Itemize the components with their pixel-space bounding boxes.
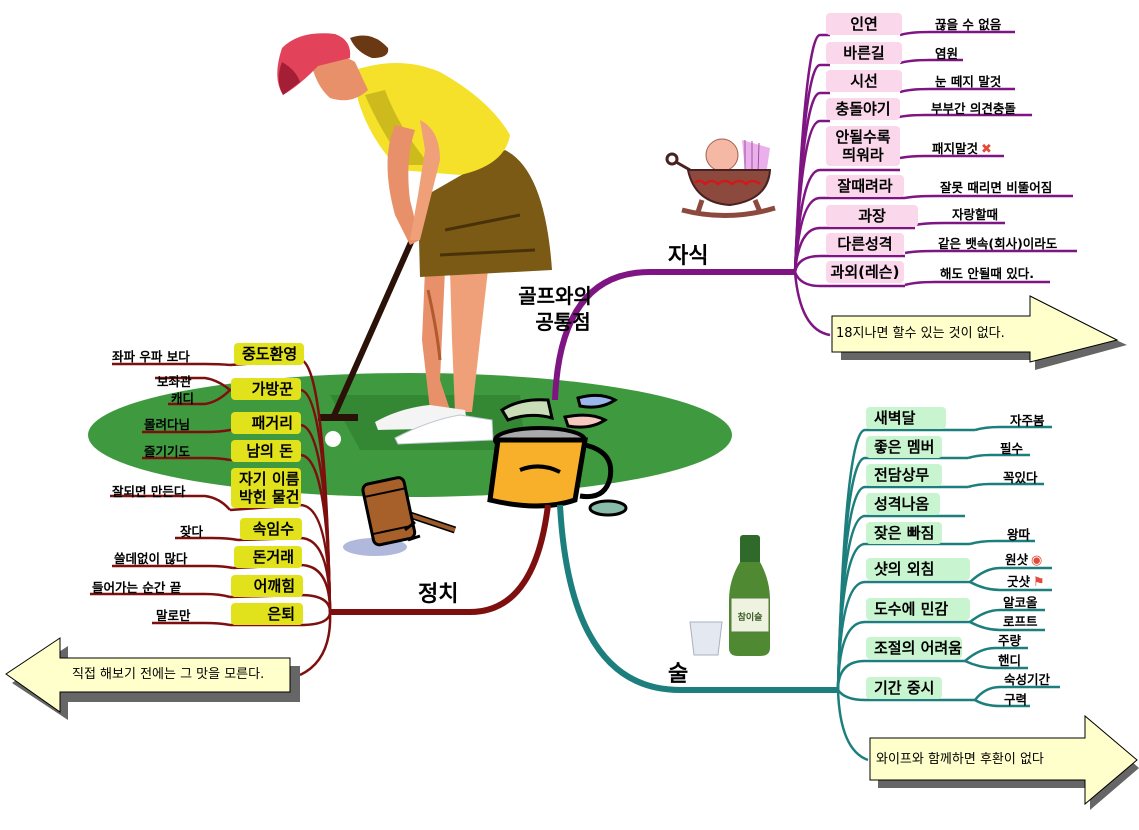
- children-node-2[interactable]: 바른길: [826, 42, 902, 64]
- alcohol-leaf-lines: [964, 425, 1060, 708]
- children-node-1[interactable]: 인연: [826, 13, 902, 35]
- children-arrow-note: 18지나면 할수 있는 것이 없다.: [836, 326, 1005, 341]
- golfer-illustration: [277, 33, 552, 447]
- alcohol-node-3[interactable]: 전담상무: [866, 464, 942, 486]
- alcohol-branch: [557, 428, 975, 762]
- alcohol-leaf-8a[interactable]: 주량: [998, 633, 1022, 648]
- children-node-5-line2: 띄워라: [842, 146, 884, 164]
- alcohol-node-1[interactable]: 새벽달: [866, 407, 946, 429]
- target-icon: ◉: [1031, 553, 1043, 568]
- politics-node-4[interactable]: 남의 돈: [231, 440, 301, 462]
- golf-bag-icon: [487, 393, 628, 517]
- children-node-9[interactable]: 과외(레슨): [826, 261, 904, 283]
- alcohol-leaf-6b[interactable]: 굿샷⚑: [1007, 574, 1045, 590]
- children-node-5[interactable]: 안될수록 띄워라: [826, 126, 900, 166]
- alcohol-leaf-2[interactable]: 필수: [1000, 441, 1024, 456]
- politics-leaf-6[interactable]: 잦다: [180, 524, 204, 539]
- alcohol-leaf-7a[interactable]: 알코올: [1003, 595, 1038, 610]
- politics-note-arrow: [5, 637, 300, 720]
- alcohol-node-5[interactable]: 잦은 빠짐: [866, 522, 942, 544]
- politics-node-8[interactable]: 어깨힘: [231, 575, 303, 597]
- center-title-line1: 골프와의: [518, 284, 592, 308]
- svg-text:참이슬: 참이슬: [738, 611, 763, 623]
- politics-leaf-2a[interactable]: 보좌관: [157, 374, 192, 389]
- children-leaf-2[interactable]: 염원: [935, 46, 959, 61]
- politics-leaf-7[interactable]: 쓸데없이 많다: [114, 551, 188, 566]
- children-leaf-5-text: 패지말것: [932, 141, 979, 156]
- politics-leaf-4[interactable]: 즐기기도: [144, 444, 191, 459]
- baby-cradle-icon: [665, 138, 776, 218]
- center-title: 골프와의 공통점: [500, 283, 610, 335]
- politics-leaf-3[interactable]: 몰려다님: [144, 417, 191, 432]
- politics-node-9[interactable]: 은퇴: [231, 603, 303, 625]
- politics-arrow-note: 직접 해보기 전에는 그 맛을 모른다.: [72, 667, 265, 682]
- politics-node-5[interactable]: 자기 이름 박힌 물건: [231, 468, 301, 508]
- children-node-4[interactable]: 충돌야기: [826, 98, 900, 120]
- flag-icon: ⚑: [1033, 575, 1045, 590]
- alcohol-leaf-6b-text: 굿샷: [1007, 574, 1031, 589]
- children-node-8[interactable]: 다른성격: [826, 233, 904, 255]
- alcohol-node-6[interactable]: 샷의 외침: [866, 558, 970, 580]
- alcohol-leaf-8b[interactable]: 핸디: [998, 653, 1022, 668]
- soju-bottle-icon: 참이슬: [689, 535, 770, 656]
- children-branch: [552, 33, 915, 401]
- children-leaf-1[interactable]: 끊을 수 없음: [935, 17, 1002, 32]
- children-node-5-line1: 안될수록: [835, 128, 891, 146]
- alcohol-leaf-6a-text: 원샷: [1005, 552, 1029, 567]
- alcohol-leaf-3[interactable]: 꼭있다: [1003, 470, 1038, 485]
- children-leaf-4[interactable]: 부부간 의견충돌: [931, 101, 1016, 116]
- branch-title-children[interactable]: 자식: [668, 244, 709, 269]
- alcohol-node-8[interactable]: 조절의 어려움: [866, 637, 962, 659]
- alcohol-arrow-note: 와이프와 함께하면 후환이 없다: [876, 752, 1044, 767]
- children-note-arrow: [831, 295, 1127, 370]
- politics-node-3[interactable]: 패거리: [231, 412, 301, 434]
- children-node-7[interactable]: 과장: [826, 205, 918, 227]
- center-title-line2: 공통점: [535, 310, 591, 334]
- alcohol-leaf-9b[interactable]: 구력: [1004, 692, 1028, 707]
- politics-leaf-5[interactable]: 잘되면 만든다: [112, 484, 186, 499]
- children-node-6[interactable]: 잘때려라: [826, 175, 904, 197]
- children-leaf-6[interactable]: 잘못 때리면 비뚤어짐: [940, 180, 1053, 195]
- gavel-icon: [343, 476, 457, 556]
- cross-mark-icon: ✖: [981, 142, 992, 157]
- politics-leaf-2b[interactable]: 캐디: [171, 391, 195, 406]
- alcohol-leaf-5[interactable]: 왕따: [1007, 527, 1031, 542]
- politics-node-1[interactable]: 중도환영: [234, 343, 304, 365]
- alcohol-note-arrow: [869, 714, 1139, 810]
- children-leaf-7[interactable]: 자랑할때: [952, 207, 999, 222]
- branch-title-politics[interactable]: 정치: [418, 582, 459, 607]
- politics-leaf-lines: [90, 362, 239, 627]
- politics-node-7[interactable]: 돈거래: [234, 546, 302, 568]
- alcohol-leaf-9a[interactable]: 숙성기간: [1004, 672, 1051, 687]
- alcohol-leaf-1[interactable]: 자주봄: [1010, 413, 1045, 428]
- politics-node-2[interactable]: 가방꾼: [231, 378, 301, 400]
- politics-node-5-line2: 박힌 물건: [239, 488, 300, 506]
- children-leaf-5[interactable]: 패지말것✖: [932, 141, 992, 157]
- children-leaf-8[interactable]: 같은 뱃속(회사)이라도: [938, 236, 1058, 251]
- alcohol-node-2[interactable]: 좋은 멤버: [866, 436, 942, 458]
- politics-leaf-1[interactable]: 좌파 우파 보다: [112, 349, 190, 364]
- alcohol-node-9[interactable]: 기간 중시: [866, 677, 942, 699]
- children-leaf-9[interactable]: 해도 안될때 있다.: [940, 266, 1034, 281]
- politics-leaf-9[interactable]: 말로만: [156, 608, 191, 623]
- politics-node-6[interactable]: 속임수: [240, 518, 302, 540]
- alcohol-leaf-7b[interactable]: 로프트: [1003, 614, 1038, 629]
- alcohol-leaf-6a[interactable]: 원샷◉: [1005, 552, 1042, 568]
- alcohol-node-7[interactable]: 도수에 민감: [866, 598, 970, 620]
- politics-node-5-line1: 자기 이름: [239, 470, 300, 488]
- alcohol-node-4[interactable]: 성격나옴: [866, 493, 940, 515]
- children-leaf-3[interactable]: 눈 떼지 말것: [935, 74, 1002, 89]
- politics-leaf-8[interactable]: 들어가는 순간 끝: [92, 580, 182, 595]
- children-node-3[interactable]: 시선: [826, 70, 902, 92]
- branch-title-alcohol[interactable]: 술: [668, 662, 689, 687]
